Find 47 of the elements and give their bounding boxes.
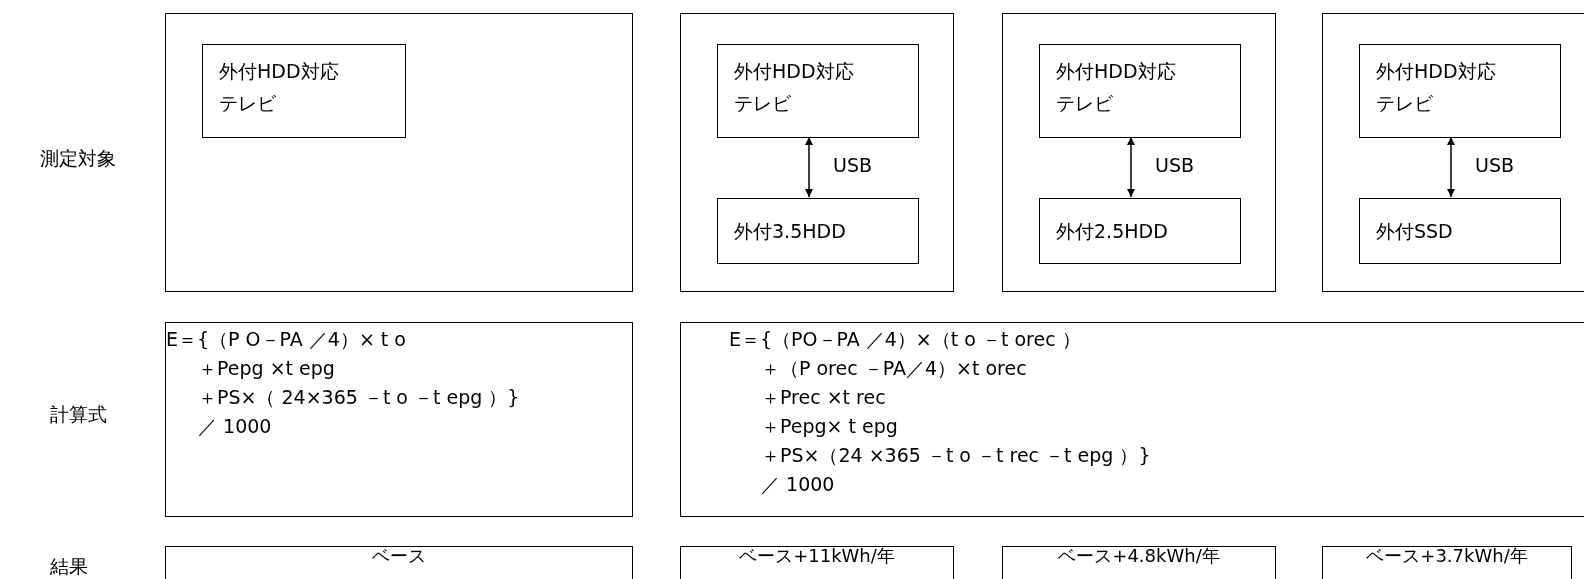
device-box [717,44,919,138]
formula-line: ＋PS×（24 ×365 －t o －t rec －t epg ）} [761,443,1151,468]
edge-label: USB [1155,154,1194,176]
device-box [1359,44,1561,138]
formula-line: E＝{（PO－PA ／4）×（t o －t orec ） [729,327,1081,352]
device-label: 外付3.5HDD [734,219,847,244]
device-label: 外付HDD対応テレビ [1056,59,1177,116]
row-label: 測定対象 [40,146,116,171]
edge-label: USB [1475,154,1514,176]
formula-line: ／ 1000 [761,472,835,497]
row-label: 計算式 [50,402,107,427]
device-label: 外付2.5HDD [1056,219,1169,244]
formula-line: ＋Prec ×t rec [761,385,886,410]
device-box [717,198,919,264]
device-label: 外付SSD [1376,219,1454,244]
device-box [1039,44,1241,138]
device-box [1039,198,1241,264]
measurement-frame [1002,13,1276,292]
double-arrow [1447,136,1455,198]
formula-line: ＋Pepg× t epg [761,414,898,439]
measurement-frame [680,13,954,292]
result-text: ベース+11kWh/年 [738,544,896,568]
result-box [1002,546,1276,579]
result-box [680,546,954,579]
formula-line: ＋（P orec －PA／4）×t orec [761,356,1027,381]
formula-line: ＋Pepg ×t epg [198,356,335,381]
edge-label: USB [833,154,872,176]
device-box [1359,198,1561,264]
measurement-frame [165,13,633,292]
result-text: ベース+4.8kWh/年 [1057,544,1221,568]
device-box [202,44,406,138]
formula-line: ／ 1000 [198,414,272,439]
measurement-frame [1322,13,1584,292]
formula-box [165,322,633,517]
result-text: ベース [371,544,427,568]
result-box [165,546,633,579]
formula-line: E＝{（P O－PA ／4）× t o [166,327,406,352]
formula-line: ＋PS×（ 24×365 －t o －t epg ）} [198,385,520,410]
device-label: 外付HDD対応テレビ [734,59,855,116]
double-arrow [805,136,813,198]
result-text: ベース+3.7kWh/年 [1365,544,1529,568]
double-arrow [1127,136,1135,198]
row-label: 結果 [50,554,88,579]
result-box [1322,546,1572,579]
device-label: 外付HDD対応テレビ [219,59,340,116]
device-label: 外付HDD対応テレビ [1376,59,1497,116]
formula-box [680,322,1584,517]
